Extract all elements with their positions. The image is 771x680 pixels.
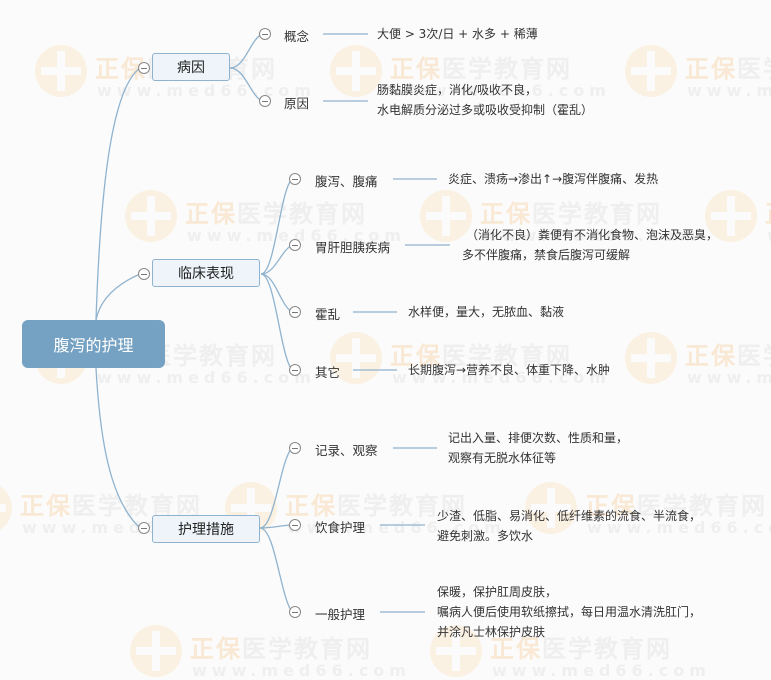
leaf-node-diet[interactable]: 饮食护理	[315, 520, 366, 535]
collapse-toggle-icon[interactable]	[138, 62, 150, 74]
collapse-toggle-icon[interactable]	[289, 519, 301, 531]
branch-label: 护理措施	[178, 522, 234, 538]
branch-node-cause[interactable]: 病因	[152, 53, 230, 81]
leaf-desc: 大便 > 3次/日 + 水多 + 稀薄	[377, 27, 538, 41]
collapse-toggle-icon[interactable]	[289, 239, 301, 251]
leaf-node-cholera[interactable]: 霍乱	[315, 307, 341, 322]
leaf-node-concept[interactable]: 概念	[284, 29, 310, 44]
root-label: 腹泻的护理	[53, 336, 134, 355]
leaf-desc: 肠黏膜炎症，消化/吸收不良，水电解质分泌过多或吸收受抑制（霍乱）	[377, 83, 594, 117]
collapse-toggle-icon[interactable]	[259, 95, 271, 107]
collapse-toggle-icon[interactable]	[289, 364, 301, 376]
leaf-desc: 记出入量、排便次数、性质和量，观察有无脱水体征等	[448, 431, 629, 465]
leaf-desc: 长期腹泻→营养不良、体重下降、水肿	[408, 363, 611, 377]
leaf-node-reason[interactable]: 原因	[284, 96, 310, 111]
leaf-node-gi-disease[interactable]: 胃肝胆胰疾病	[315, 240, 391, 255]
leaf-desc: 保暖，保护肛周皮肤，嘱病人便后使用软纸擦拭，每日用温水清洗肛门，并涂凡士林保护皮…	[437, 585, 702, 639]
collapse-toggle-icon[interactable]	[289, 442, 301, 454]
leaf-node-general[interactable]: 一般护理	[315, 607, 366, 622]
leaf-desc: （消化不良）粪便有不消化食物、泡沫及恶臭，多不伴腹痛，禁食后腹泻可缓解	[462, 228, 719, 262]
branch-node-nursing[interactable]: 护理措施	[152, 515, 260, 543]
branch-label: 临床表现	[178, 266, 234, 282]
leaf-desc: 水样便，量大，无脓血、黏液	[408, 305, 565, 319]
leaf-node-other[interactable]: 其它	[315, 365, 341, 380]
leaf-desc: 少渣、低脂、易消化、低纤维素的流食、半流食，避免刺激。多饮水	[437, 509, 702, 543]
branch-node-clinical[interactable]: 临床表现	[152, 259, 260, 287]
collapse-toggle-icon[interactable]	[138, 268, 150, 280]
collapse-toggle-icon[interactable]	[138, 522, 150, 534]
collapse-toggle-icon[interactable]	[289, 606, 301, 618]
collapse-toggle-icon[interactable]	[289, 306, 301, 318]
leaf-node-record[interactable]: 记录、观察	[315, 443, 378, 458]
root-node[interactable]: 腹泻的护理	[22, 320, 165, 368]
collapse-toggle-icon[interactable]	[259, 28, 271, 40]
collapse-toggle-icon[interactable]	[289, 173, 301, 185]
branch-label: 病因	[177, 60, 205, 76]
leaf-desc: 炎症、溃疡→渗出↑→腹泻伴腹痛、发热	[448, 172, 659, 186]
leaf-node-diarrhea-pain[interactable]: 腹泻、腹痛	[315, 174, 378, 189]
